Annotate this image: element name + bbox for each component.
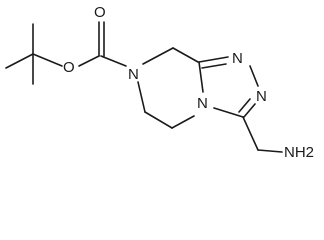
bond-n2-c3-single	[243, 103, 256, 118]
bond-n1-n2	[249, 65, 259, 87]
atom-nitrogen-7: N	[128, 66, 139, 83]
atom-nitrogen-1: N	[232, 50, 243, 67]
bond-n2-c3-double	[238, 98, 251, 113]
atom-nitrogen-2: N	[256, 88, 267, 105]
bond-oxygen-to-carbonyl	[78, 55, 100, 67]
structure-canvas: O O N N N N NH2	[5, 4, 314, 161]
atom-nitrogen-4: N	[197, 95, 208, 112]
bond-tbu-to-oxygen	[32, 53, 63, 67]
bond-n7-c8	[142, 47, 174, 65]
bond-n4-c8a	[198, 61, 204, 93]
atom-amine: NH2	[284, 144, 314, 161]
bond-carbonyl-to-n7	[100, 55, 127, 67]
atom-ester-oxygen: O	[63, 59, 75, 76]
atom-carbonyl-oxygen: O	[94, 4, 106, 21]
bond-c3-ch2	[242, 116, 259, 151]
bond-c8-c8a	[172, 47, 199, 63]
bond-tbu-methyl-left	[5, 53, 34, 69]
bond-n7-c6	[137, 81, 146, 113]
bond-c8a-n1-single	[198, 56, 229, 63]
bond-ch2-n	[257, 149, 283, 153]
molecule-structure: O O N N N N NH2	[5, 4, 314, 161]
bond-c8a-n1-double	[201, 63, 227, 69]
bond-c3-n4	[213, 107, 244, 118]
bond-c6-c5	[144, 111, 173, 129]
bond-c5-n4	[171, 115, 195, 129]
